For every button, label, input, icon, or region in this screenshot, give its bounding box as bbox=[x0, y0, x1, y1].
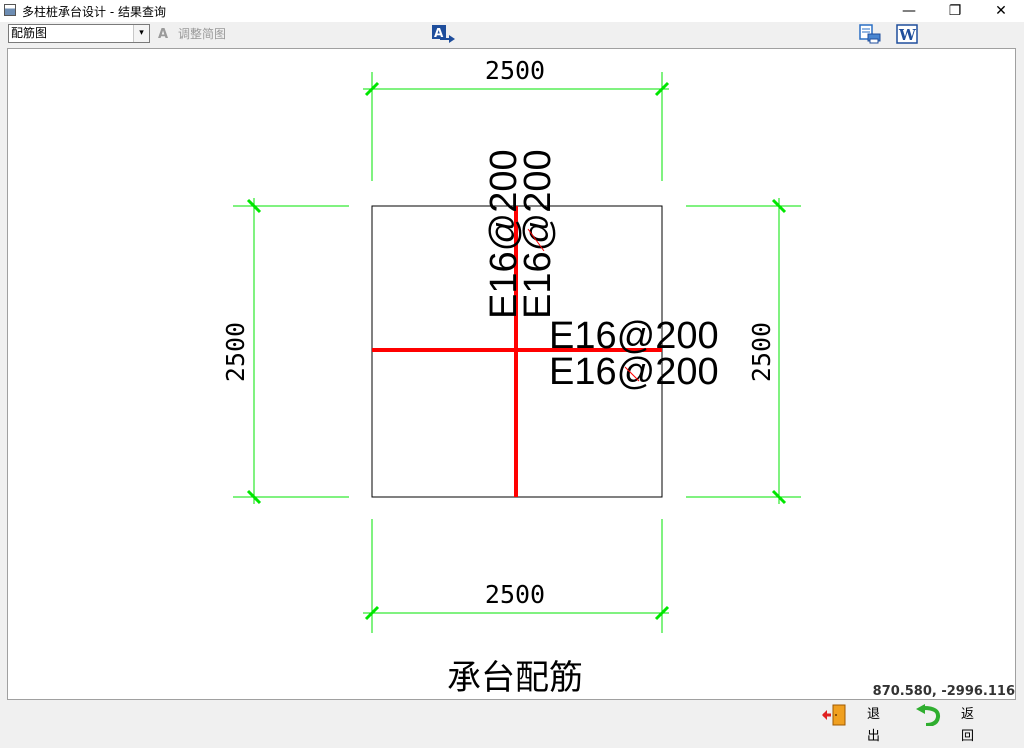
rebar-vertical-label-1: E16@200 bbox=[483, 149, 525, 319]
dim-right-label: 2500 bbox=[747, 322, 776, 382]
dimension-top: 2500 bbox=[363, 56, 670, 181]
coordinate-readout: 870.580, -2996.116 bbox=[872, 684, 1015, 699]
back-label: 返回 bbox=[961, 707, 975, 744]
rebar-horizontal-marker bbox=[624, 366, 640, 382]
drawing-caption: 承台配筋 bbox=[447, 658, 583, 698]
drawing-canvas[interactable]: 2500 2500 2500 2500 bbox=[7, 48, 1016, 700]
restore-button[interactable]: ❐ bbox=[948, 3, 962, 19]
dim-left-label: 2500 bbox=[221, 322, 250, 382]
return-arrow-icon bbox=[916, 704, 941, 726]
adjust-diagram-button[interactable]: A 调整简图 bbox=[158, 25, 226, 43]
title-bar: 多柱桩承台设计 - 结果查询 — ❐ ✕ bbox=[0, 0, 1024, 22]
dim-top-label: 2500 bbox=[485, 56, 545, 85]
dim-bottom-label: 2500 bbox=[485, 580, 545, 609]
chevron-down-icon[interactable]: ▾ bbox=[133, 25, 149, 42]
dimension-bottom: 2500 bbox=[363, 519, 670, 633]
rebar-vertical-label-2: E16@200 bbox=[517, 149, 559, 319]
close-button[interactable]: ✕ bbox=[995, 3, 1007, 19]
view-select-value: 配筋图 bbox=[11, 26, 48, 40]
rebar-horizontal-label-2: E16@200 bbox=[549, 351, 719, 393]
window-title: 多柱桩承台设计 - 结果查询 bbox=[22, 5, 166, 19]
adjust-text-icon: A bbox=[158, 27, 169, 42]
rebar-drawing: 2500 2500 2500 2500 bbox=[221, 56, 801, 698]
dimension-left: 2500 bbox=[221, 198, 349, 505]
exit-door-icon bbox=[822, 704, 846, 726]
word-export-icon[interactable]: W bbox=[896, 24, 920, 44]
svg-text:W: W bbox=[898, 26, 917, 44]
print-preview-icon[interactable] bbox=[858, 24, 882, 44]
rebar-horizontal-label-1: E16@200 bbox=[549, 315, 719, 357]
svg-text:A: A bbox=[434, 26, 444, 40]
view-select[interactable]: 配筋图 ▾ bbox=[8, 24, 150, 43]
rebar-vertical-marker bbox=[527, 228, 545, 252]
toolbar bbox=[0, 22, 1024, 46]
dimension-right: 2500 bbox=[686, 198, 801, 505]
minimize-button[interactable]: — bbox=[902, 3, 916, 19]
adjust-diagram-label: 调整简图 bbox=[178, 27, 227, 41]
exit-label: 退出 bbox=[867, 707, 881, 744]
app-icon bbox=[4, 4, 16, 16]
text-export-icon[interactable]: A bbox=[431, 24, 455, 44]
